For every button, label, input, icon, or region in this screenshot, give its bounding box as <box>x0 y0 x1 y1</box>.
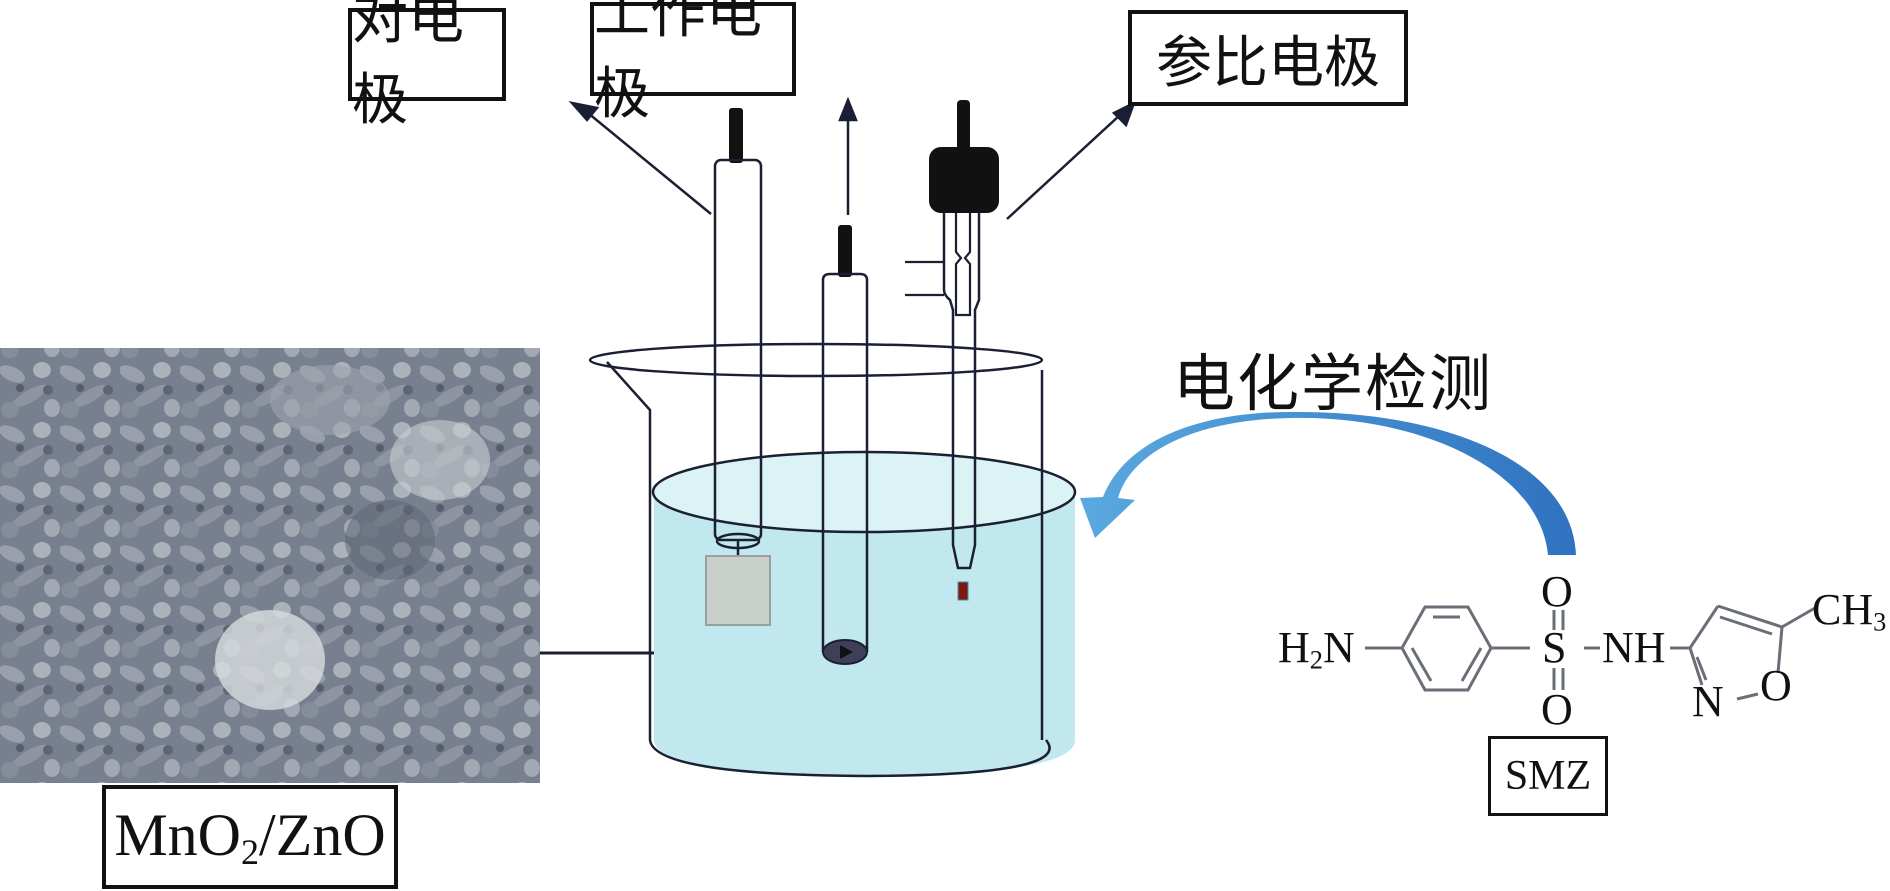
counter-electrode-label: 对电极 <box>348 0 506 133</box>
counter-plate <box>705 555 771 626</box>
reference-tip <box>957 581 969 601</box>
atom-oxygen-top: O <box>1541 567 1573 616</box>
reference-electrode <box>905 100 999 601</box>
working-electrode <box>821 225 869 665</box>
atom-ring-oxygen: O <box>1760 661 1792 710</box>
sem-bright-cluster <box>215 610 325 710</box>
solution-surface <box>651 450 1077 534</box>
smz-structure <box>1365 604 1816 701</box>
material-formula-rest: /ZnO <box>259 802 386 868</box>
material-formula-main: MnO <box>114 802 242 868</box>
electrode-disk-marker <box>840 645 853 659</box>
atom-oxygen-bottom: O <box>1541 685 1573 734</box>
beaker <box>588 342 1077 778</box>
counter-electrode <box>705 108 771 626</box>
detection-arrow <box>1080 411 1576 555</box>
atom-nh: NH <box>1602 623 1666 672</box>
material-label: MnO2/ZnO <box>102 785 398 889</box>
material-formula-sub: 2 <box>241 832 260 872</box>
working-electrode-label: 工作电极 <box>590 0 796 127</box>
reference-electrode-label: 参比电极 <box>1128 10 1408 106</box>
atom-methyl: CH3 <box>1812 585 1887 637</box>
atom-ring-nitrogen: N <box>1692 677 1724 726</box>
analyte-label: SMZ <box>1488 736 1608 816</box>
sem-micrograph <box>0 348 540 783</box>
label-arrows <box>568 96 1137 220</box>
beaker-rim <box>588 342 1044 378</box>
electrochemical-detection-label: 电化学检测 <box>1173 347 1494 420</box>
atom-sulfur: S <box>1542 623 1567 672</box>
atom-h2n: H2N <box>1278 623 1355 675</box>
